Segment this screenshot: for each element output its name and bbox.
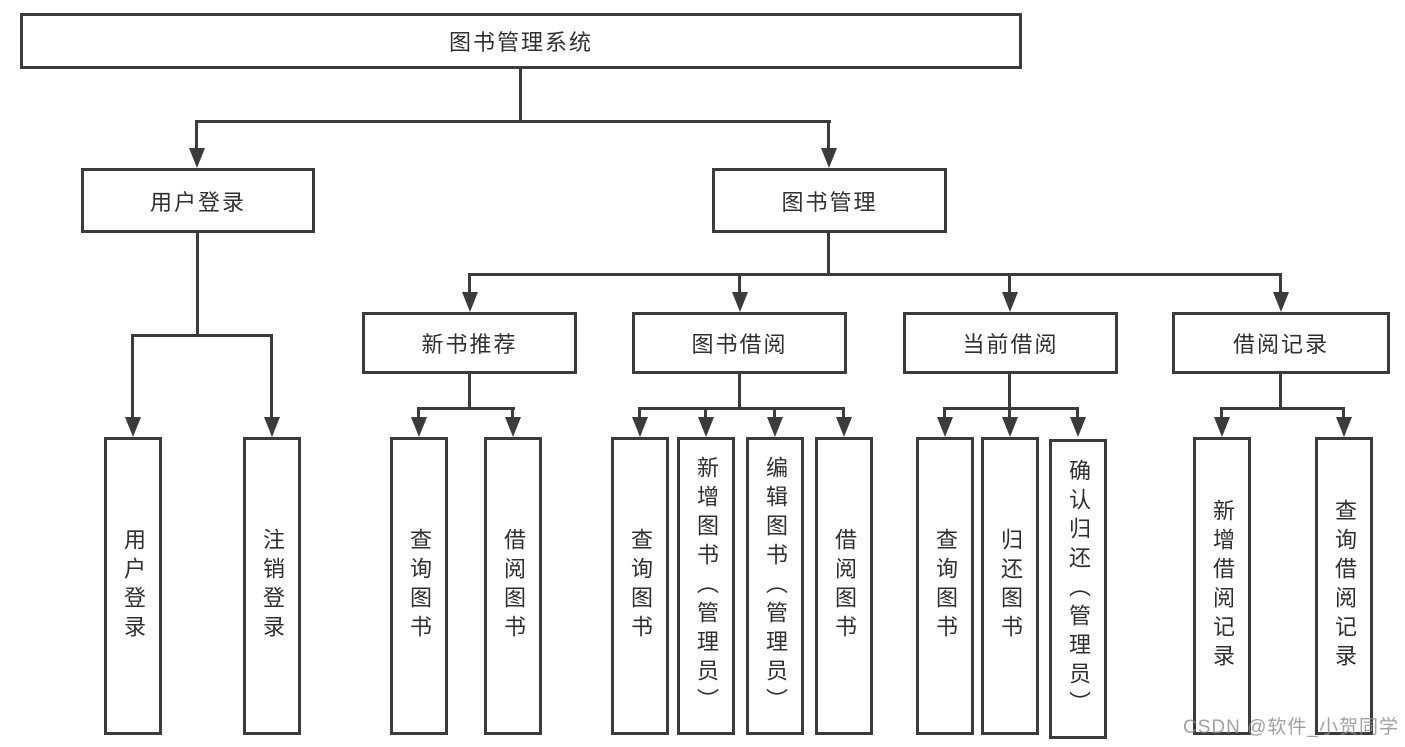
arrow-down-icon [1070,417,1086,437]
leaf-newbook-borrow: 借阅图书 [484,437,542,735]
arrow-down-icon [1273,292,1289,312]
leaf-current-query: 查询图书 [916,437,974,735]
leaf-return-book: 归还图书 [981,437,1039,735]
leaf-confirm-return-label: 确认归还（管理员） [1066,458,1091,720]
arrow-down-icon [821,148,837,168]
leaf-user-login-label: 用户登录 [121,528,146,644]
node-book-borrow: 图书借阅 [632,312,847,374]
node-user-login-label: 用户登录 [149,189,246,215]
leaf-logout: 注销登录 [243,437,301,735]
leaf-user-login: 用户登录 [104,437,162,735]
leaf-borrow-book: 借阅图书 [815,437,873,735]
connector-line [468,374,471,409]
arrow-down-icon [937,417,953,437]
connector-line [270,334,273,419]
connector-line [738,273,741,294]
connector-line [842,407,845,419]
arrow-down-icon [1214,417,1230,437]
node-current-borrow-label: 当前借阅 [962,332,1059,357]
connector-line [196,233,199,336]
connector-line [468,273,1281,276]
connector-line [1220,407,1223,419]
arrow-down-icon [1002,292,1018,312]
csdn-watermark: CSDN @软件_小贺同学 [1183,717,1399,738]
connector-line [131,334,273,337]
connector-line [638,407,845,410]
leaf-newbook-query: 查询图书 [390,437,448,735]
leaf-newbook-borrow-label: 借阅图书 [501,528,526,644]
connector-line [417,407,420,419]
leaf-logout-label: 注销登录 [260,528,285,644]
connector-line [1342,407,1345,419]
node-new-book-recommend-label: 新书推荐 [421,332,518,357]
arrow-down-icon [767,417,783,437]
node-borrow-records-label: 借阅记录 [1232,332,1329,357]
connector-line [468,273,471,294]
node-current-borrow: 当前借阅 [903,312,1118,374]
connector-line [1279,273,1282,294]
leaf-borrow-book-label: 借阅图书 [832,528,857,644]
connector-line [704,407,707,419]
connector-line [511,407,514,419]
leaf-query-borrow-record: 查询借阅记录 [1315,437,1373,735]
leaf-newbook-query-label: 查询图书 [407,528,432,644]
arrow-down-icon [189,148,205,168]
arrow-down-icon [1002,417,1018,437]
connector-line [1279,374,1282,409]
node-book-management: 图书管理 [712,168,947,233]
connector-line [1008,407,1011,419]
connector-line [827,233,830,275]
arrow-down-icon [1336,417,1352,437]
connector-line [195,120,198,150]
node-book-borrow-label: 图书借阅 [691,332,788,357]
leaf-add-borrow-record: 新增借阅记录 [1193,437,1251,735]
connector-line [1076,407,1079,419]
arrow-down-icon [411,417,427,437]
connector-line [638,407,641,419]
arrow-down-icon [836,417,852,437]
arrow-down-icon [505,417,521,437]
leaf-query-borrow-record-label: 查询借阅记录 [1332,499,1357,673]
node-root-label: 图书管理系统 [448,30,593,55]
arrow-down-icon [462,292,478,312]
leaf-borrow-query-label: 查询图书 [628,528,653,644]
connector-line [417,407,515,410]
connector-line [1220,407,1345,410]
connector-line [131,334,134,419]
node-borrow-records: 借阅记录 [1172,312,1390,374]
connector-line [195,120,831,123]
arrow-down-icon [264,417,280,437]
node-root: 图书管理系统 [20,13,1022,69]
leaf-borrow-query: 查询图书 [611,437,669,735]
connector-line [773,407,776,419]
leaf-return-book-label: 归还图书 [998,528,1023,644]
leaf-add-borrow-record-label: 新增借阅记录 [1210,499,1235,673]
leaf-borrow-edit-book-label: 编辑图书（管理员） [763,455,788,717]
connector-line [943,407,946,419]
leaf-borrow-add-book-label: 新增图书（管理员） [694,455,719,717]
arrow-down-icon [125,417,141,437]
connector-line [738,374,741,409]
node-user-login: 用户登录 [81,168,315,233]
connector-line [943,407,1079,410]
leaf-current-query-label: 查询图书 [933,528,958,644]
arrow-down-icon [732,292,748,312]
connector-line [1008,273,1011,294]
connector-line [1008,374,1011,409]
arrow-down-icon [698,417,714,437]
connector-line [827,120,830,150]
leaf-borrow-add-book: 新增图书（管理员） [677,437,735,735]
leaf-confirm-return: 确认归还（管理员） [1049,439,1107,739]
connector-line [519,69,522,122]
leaf-borrow-edit-book: 编辑图书（管理员） [746,437,804,735]
node-book-management-label: 图书管理 [781,189,878,215]
node-new-book-recommend: 新书推荐 [362,312,577,374]
arrow-down-icon [632,417,648,437]
